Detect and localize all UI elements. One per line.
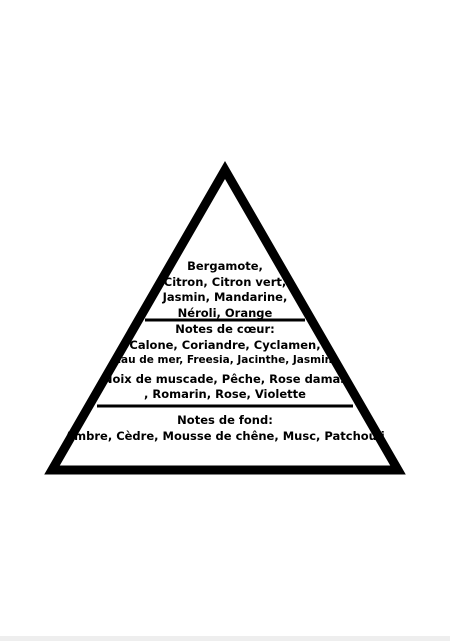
top-notes-line: Jasmin, Mandarine, (162, 290, 288, 304)
top-notes-line: Bergamote, (187, 259, 263, 273)
heart-notes-title: Notes de cœur: (175, 322, 275, 336)
heart-notes-line: Eau de mer, Freesia, Jacinthe, Jasmin, (113, 354, 337, 366)
base-notes-title: Notes de fond: (177, 413, 273, 427)
base-notes-block: Notes de fond: Ambre, Cèdre, Mousse de c… (0, 413, 450, 444)
top-notes-block: Bergamote, Citron, Citron vert, Jasmin, … (0, 259, 450, 321)
top-notes-line: Citron, Citron vert, (163, 274, 287, 289)
top-notes-line: Néroli, Orange (177, 305, 273, 320)
heart-notes-line: , Romarin, Rose, Violette (144, 387, 306, 401)
page-bottom-strip (0, 636, 450, 641)
heart-notes-line: Calone, Coriandre, Cyclamen, (129, 337, 321, 352)
base-notes-line: Ambre, Cèdre, Mousse de chêne, Musc, Pat… (65, 428, 385, 443)
heart-notes-line: Noix de muscade, Pêche, Rose damas (102, 371, 348, 386)
heart-notes-block: Notes de cœur: Calone, Coriandre, Cyclam… (0, 322, 450, 403)
